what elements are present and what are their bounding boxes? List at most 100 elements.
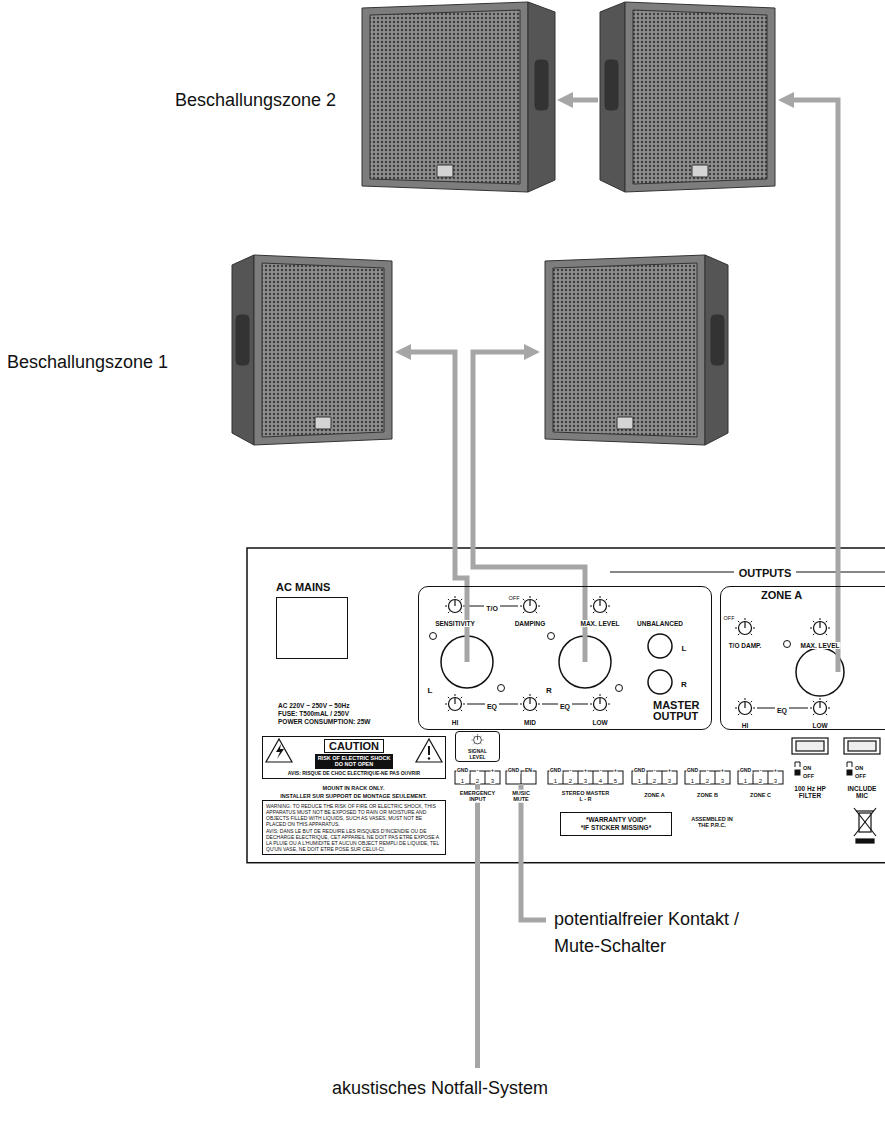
label-dash <box>467 606 484 607</box>
speaker <box>553 263 697 437</box>
label-anchor: GND <box>633 758 646 776</box>
switch-label: 100 Hz HP FILTER <box>787 785 833 800</box>
rotary-knob <box>445 596 465 613</box>
label-anchor: GND <box>549 758 562 776</box>
control-label: DAMPING <box>514 620 547 627</box>
section-heading: OUTPUTS <box>738 567 793 580</box>
speaker <box>262 263 384 437</box>
rear-panel <box>247 548 885 863</box>
label-anchor: + <box>583 758 588 776</box>
warning-triangle <box>428 757 430 759</box>
label-anchor: 2 <box>475 769 480 787</box>
label-anchor: L <box>681 637 688 655</box>
pin-name: - <box>706 768 710 774</box>
socket-outline <box>276 597 348 659</box>
arrow-head <box>395 344 411 360</box>
pin-name: GND <box>633 768 646 774</box>
callout-label: potentialfreier Kontakt / Mute-Schalter <box>553 906 768 960</box>
pin-name: + <box>490 768 495 774</box>
signal-arrow <box>475 784 480 1068</box>
pin-name: GND <box>686 768 699 774</box>
control-label: MAX. LEVEL <box>579 620 620 627</box>
switch-state: ON <box>802 765 812 771</box>
speaker <box>232 255 254 445</box>
pin-name: + <box>773 768 778 774</box>
label-anchor: - <box>653 758 657 776</box>
label-anchor: + <box>490 758 495 776</box>
terminal-number: 3 <box>720 778 725 785</box>
arrow-head <box>395 92 794 360</box>
jack-socket <box>648 634 672 658</box>
label-anchor: - <box>706 758 710 776</box>
pin-name: - <box>759 768 763 774</box>
label-anchor: MAX. LEVEL <box>799 634 840 652</box>
terminal-number: 1 <box>690 778 695 785</box>
terminal-number: 2 <box>758 778 763 785</box>
speaker <box>600 2 625 192</box>
control-label: HI <box>741 722 750 729</box>
notice-text: AVIS: DANS LE BUT DE REDUIRE LES RISQUES… <box>266 828 442 852</box>
mounting-note: MOUNT IN RACK ONLY. <box>322 785 386 791</box>
label-anchor: UNBALANCED <box>636 612 684 630</box>
switch-symbol <box>795 762 800 767</box>
terminal-number: 4 <box>598 778 603 785</box>
label-anchor: 1 <box>743 769 748 787</box>
speaker <box>605 60 618 110</box>
label-anchor: LOW <box>591 711 608 729</box>
terminal-name: MUSIC MUTE <box>507 790 535 803</box>
notice-text: WARNING: TO REDUCE THE RISK OF FIRE OR E… <box>266 803 442 827</box>
speaker <box>545 255 728 445</box>
output-section: ZONE A <box>720 586 885 730</box>
label-anchor: 1 <box>460 769 465 787</box>
caution-text: AVIS: RISQUE DE CHOC ELECTRIQUE-NE PAS O… <box>263 770 445 776</box>
control-label: MAX. LEVEL <box>799 642 840 649</box>
rotary-knob <box>810 618 830 635</box>
mounting-screw <box>430 633 437 640</box>
label-anchor: Beschallungszone 1 <box>6 352 169 373</box>
label-anchor: ZONE A <box>643 783 666 801</box>
spec-text: POWER CONSUMPTION: 25W <box>277 718 371 725</box>
speaker <box>236 315 249 365</box>
label-anchor: ASSEMBLED IN THE P.R.C. <box>688 816 736 829</box>
arrow-head <box>524 344 540 360</box>
speaker <box>232 255 392 445</box>
pin-name: GND <box>456 768 469 774</box>
panel-heading: AC MAINS <box>276 581 348 594</box>
label-anchor: ON <box>854 756 864 774</box>
rotary-knob <box>445 596 830 744</box>
mounting-screw <box>548 633 555 640</box>
arrow-head <box>778 92 794 108</box>
control-label: UNBALANCED <box>636 620 684 627</box>
channel-label: R <box>680 680 688 689</box>
terminal-number: 3 <box>667 778 672 785</box>
jack-socket <box>648 634 672 694</box>
channel-label: L <box>681 644 688 653</box>
rotary-knob <box>520 694 540 711</box>
sticker-text: *IF STICKER MISSING* <box>563 824 669 832</box>
pin-name: - <box>653 768 657 774</box>
label-anchor: potentialfreier Kontakt / Mute-Schalter <box>553 906 768 960</box>
origin-note: ASSEMBLED IN THE P.R.C. <box>688 816 736 829</box>
switch-symbol <box>847 770 852 775</box>
label-anchor: INCLUDE MIC <box>841 785 883 800</box>
warning-triangle <box>428 746 430 755</box>
label-anchor: MOUNT IN RACK ONLY. <box>322 776 386 794</box>
rotary-knob <box>590 596 610 613</box>
section-title: ZONE A <box>761 589 885 601</box>
speaker <box>437 165 453 177</box>
control-label: MID <box>523 719 537 726</box>
warning-triangle <box>416 739 442 762</box>
terminal-number: 2 <box>705 778 710 785</box>
label-anchor: SENSITIVITY <box>434 612 476 630</box>
rotary-knob <box>472 734 484 744</box>
terminal-number: 3 <box>773 778 778 785</box>
control-label: SIGNAL LEVEL <box>460 749 496 760</box>
speaker <box>617 417 633 429</box>
section-title: MASTER OUTPUT <box>653 700 703 723</box>
label-anchor: T/O <box>485 597 499 615</box>
speaker <box>362 2 528 192</box>
label-anchor: OFF <box>723 606 736 624</box>
terminal-name: STEREO MASTER L - R <box>561 790 611 803</box>
label-anchor: OFF <box>854 764 867 782</box>
